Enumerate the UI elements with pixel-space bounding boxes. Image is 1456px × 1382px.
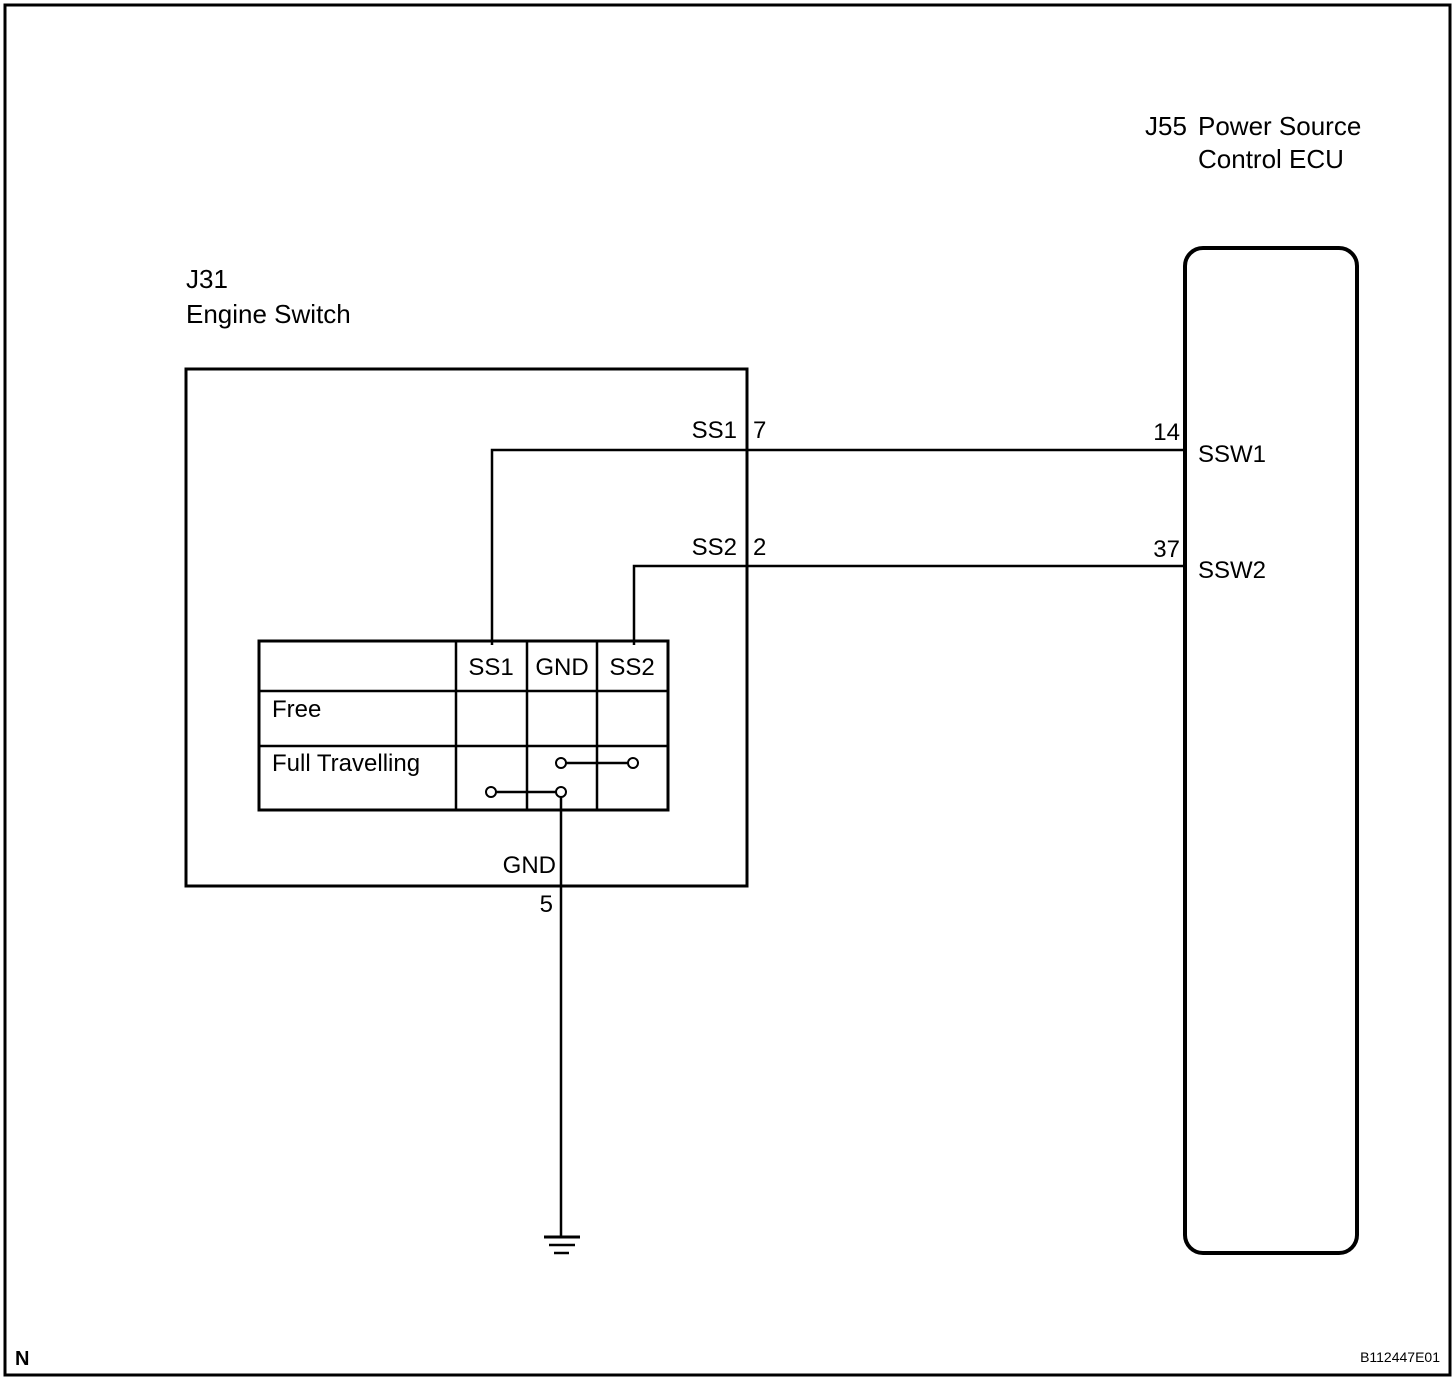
contact-gnd-ss2-symbol: [555, 757, 639, 769]
switch-box: [184, 367, 749, 888]
ecu-name-line1: Power Source: [1198, 111, 1361, 141]
table-header-ss2: SS2: [609, 654, 654, 681]
ecu-pin-number-37: 37: [1153, 536, 1180, 563]
wire-ss2-ssw2: [632, 564, 1185, 645]
diagram-frame: [3, 3, 1452, 1377]
table-row-full-travelling: Full Travelling: [272, 750, 420, 777]
wire-ss1-ssw1: [490, 448, 1185, 645]
switch-name: Engine Switch: [186, 299, 351, 329]
table-header-gnd: GND: [535, 654, 588, 681]
figure-code: B112447E01: [1360, 1349, 1440, 1365]
ecu-pin-label-ssw1: SSW1: [1198, 441, 1266, 468]
switch-position-table: [257, 639, 670, 812]
terminal-number-5: 5: [540, 891, 553, 918]
terminal-label-ss1: SS1: [692, 417, 737, 444]
ecu-pin-label-ssw2: SSW2: [1198, 557, 1266, 584]
ecu-box: [1183, 246, 1359, 1255]
ecu-pin-number-14: 14: [1153, 419, 1180, 446]
terminal-label-ss2: SS2: [692, 534, 737, 561]
ecu-name-line2: Control ECU: [1198, 144, 1344, 174]
table-row-free: Free: [272, 696, 321, 723]
terminal-number-7: 7: [753, 417, 766, 444]
ground-icon: [544, 1235, 580, 1255]
switch-code: J31: [186, 264, 228, 294]
terminal-number-2: 2: [753, 534, 766, 561]
terminal-label-gnd: GND: [503, 852, 556, 879]
ecu-code: J55: [1145, 111, 1187, 141]
contact-ss1-gnd-symbol: [485, 786, 567, 798]
corner-mark: N: [15, 1348, 29, 1370]
table-header-ss1: SS1: [468, 654, 513, 681]
